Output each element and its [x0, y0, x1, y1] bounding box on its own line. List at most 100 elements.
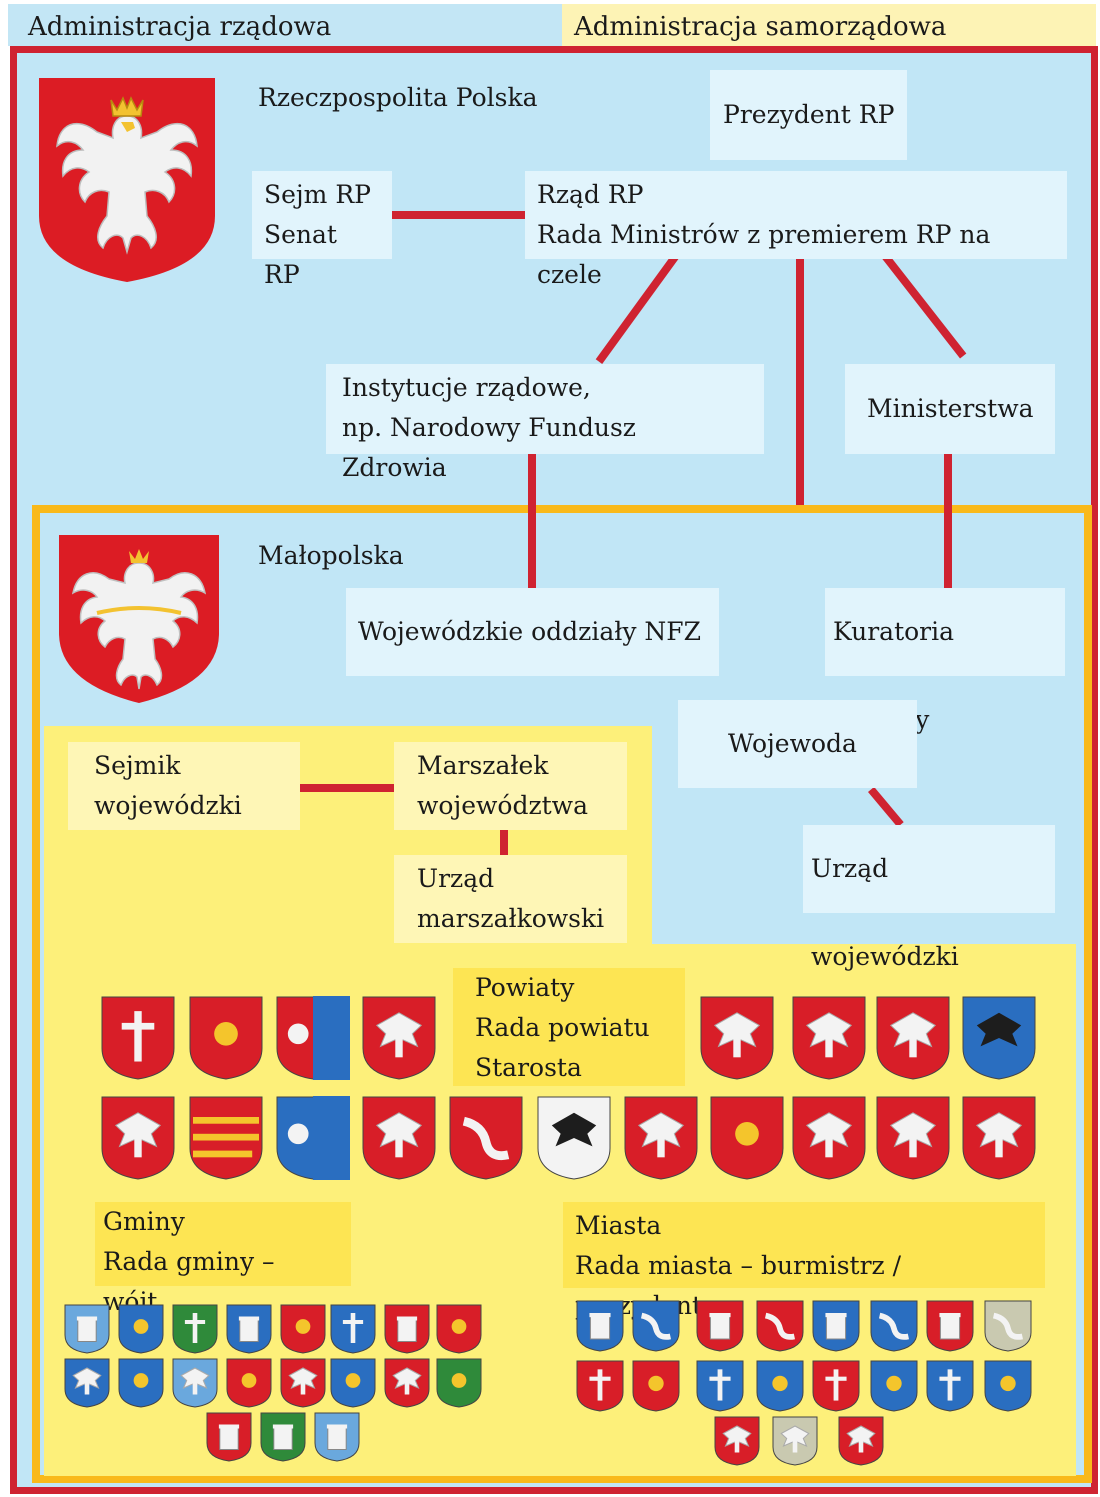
gmina-shield-icon	[436, 1358, 482, 1408]
sejmik-line1: Sejmik	[94, 751, 181, 780]
president-box: Prezydent RP	[710, 70, 907, 160]
powiaty-title: Powiaty	[475, 973, 575, 1002]
miasto-shield-icon	[714, 1416, 760, 1466]
education-box: Kuratoria oświaty	[825, 588, 1065, 734]
region-label: Małopolska	[258, 541, 404, 570]
marshal-office-line1: Urząd	[417, 864, 495, 893]
gmina-shield-icon	[172, 1304, 218, 1354]
gmina-shield-icon	[436, 1304, 482, 1354]
miasto-shield-icon	[984, 1360, 1032, 1412]
powiat-shield-icon	[792, 996, 866, 1080]
miasto-shield-icon	[576, 1300, 624, 1352]
powiat-shield-icon	[101, 996, 175, 1080]
powiat-shield-icon	[189, 1096, 263, 1180]
powiat-shield-icon	[276, 1096, 350, 1180]
miasto-shield-icon	[870, 1360, 918, 1412]
powiat-shield-icon	[101, 1096, 175, 1180]
gmina-shield-icon	[314, 1412, 360, 1462]
gmina-shield-icon	[64, 1304, 110, 1354]
miasta-title: Miasta	[575, 1211, 662, 1240]
parliament-senat: Senat RP	[264, 220, 337, 289]
poland-coat-of-arms-icon	[37, 76, 217, 284]
miasto-shield-icon	[870, 1300, 918, 1352]
gmina-shield-icon	[280, 1304, 326, 1354]
gmina-shield-icon	[330, 1358, 376, 1408]
powiat-shield-icon	[792, 1096, 866, 1180]
powiaty-council: Rada powiatu	[475, 1013, 650, 1042]
marshal-office-box: Urząd marszałkowski	[394, 855, 627, 943]
powiat-shield-icon	[276, 996, 350, 1080]
institutions-example: np. Narodowy Fundusz Zdrowia	[342, 413, 636, 482]
miasto-shield-icon	[756, 1300, 804, 1352]
gmina-shield-icon	[226, 1358, 272, 1408]
voivode-office-box: Urząd wojewódzki	[803, 825, 1055, 971]
gminy-title: Gminy	[103, 1207, 185, 1236]
miasto-shield-icon	[984, 1300, 1032, 1352]
line-marshal-office	[500, 828, 508, 856]
nfz-box: Wojewódzkie oddziały NFZ	[346, 588, 719, 676]
miasto-shield-icon	[812, 1360, 860, 1412]
powiat-shield-icon	[189, 996, 263, 1080]
gmina-shield-icon	[280, 1358, 326, 1408]
government-title: Rząd RP	[537, 180, 644, 209]
gmina-shield-icon	[118, 1304, 164, 1354]
government-subtitle: Rada Ministrów z premierem RP na czele	[537, 220, 991, 289]
gminy-box: Gminy Rada gminy – wójt	[95, 1202, 351, 1316]
powiat-shield-icon	[962, 996, 1036, 1080]
gmina-shield-icon	[206, 1412, 252, 1462]
gmina-shield-icon	[260, 1412, 306, 1462]
ministries-box: Ministerstwa	[845, 364, 1055, 454]
marshal-line2: województwa	[417, 791, 588, 820]
miasto-shield-icon	[926, 1360, 974, 1412]
powiat-shield-icon	[362, 1096, 436, 1180]
malopolska-coat-of-arms-icon	[57, 533, 221, 705]
line-institutions-nfz	[528, 454, 536, 588]
line-parliament-government	[390, 211, 526, 219]
gmina-shield-icon	[384, 1304, 430, 1354]
government-box: Rząd RP Rada Ministrów z premierem RP na…	[525, 171, 1067, 289]
parliament-sejm: Sejm RP	[264, 180, 371, 209]
miasto-shield-icon	[772, 1416, 818, 1466]
powiaty-head: Starosta	[475, 1053, 582, 1082]
powiat-shield-icon	[876, 996, 950, 1080]
powiat-shield-icon	[362, 996, 436, 1080]
gmina-shield-icon	[172, 1358, 218, 1408]
powiat-shield-icon	[700, 996, 774, 1080]
powiat-shield-icon	[710, 1096, 784, 1180]
gmina-shield-icon	[64, 1358, 110, 1408]
miasto-shield-icon	[696, 1360, 744, 1412]
miasto-shield-icon	[696, 1300, 744, 1352]
marshal-line1: Marszałek	[417, 751, 549, 780]
powiat-shield-icon	[449, 1096, 523, 1180]
gmina-shield-icon	[118, 1358, 164, 1408]
miasto-shield-icon	[632, 1360, 680, 1412]
powiat-shield-icon	[876, 1096, 950, 1180]
institutions-box: Instytucje rządowe, np. Narodowy Fundusz…	[326, 364, 764, 482]
line-government-voivode	[796, 258, 804, 700]
country-label: Rzeczpospolita Polska	[258, 83, 538, 112]
powiat-shield-icon	[962, 1096, 1036, 1180]
miasta-box: Miasta Rada miasta – burmistrz / prezyde…	[563, 1202, 1045, 1320]
legend-government: Administracja rządowa	[8, 4, 562, 46]
parliament-box: Sejm RP Senat RP	[252, 171, 392, 289]
miasto-shield-icon	[632, 1300, 680, 1352]
powiat-shield-icon	[624, 1096, 698, 1180]
miasto-shield-icon	[756, 1360, 804, 1412]
miasto-shield-icon	[926, 1300, 974, 1352]
legend-self-government: Administracja samorządowa	[562, 4, 1096, 46]
marshal-box: Marszałek województwa	[394, 742, 627, 830]
sejmik-line2: wojewódzki	[94, 791, 242, 820]
line-ministries-education	[944, 454, 952, 588]
gmina-shield-icon	[384, 1358, 430, 1408]
miasto-shield-icon	[838, 1416, 884, 1466]
powiat-shield-icon	[537, 1096, 611, 1180]
miasto-shield-icon	[812, 1300, 860, 1352]
powiaty-box: Powiaty Rada powiatu Starosta	[453, 968, 685, 1086]
miasto-shield-icon	[576, 1360, 624, 1412]
gminy-council: Rada gminy – wójt	[103, 1247, 275, 1316]
marshal-office-line2: marszałkowski	[417, 904, 605, 933]
gmina-shield-icon	[330, 1304, 376, 1354]
sejmik-box: Sejmik wojewódzki	[68, 742, 300, 830]
institutions-title: Instytucje rządowe,	[342, 373, 591, 402]
line-sejmik-marshal	[300, 784, 396, 792]
